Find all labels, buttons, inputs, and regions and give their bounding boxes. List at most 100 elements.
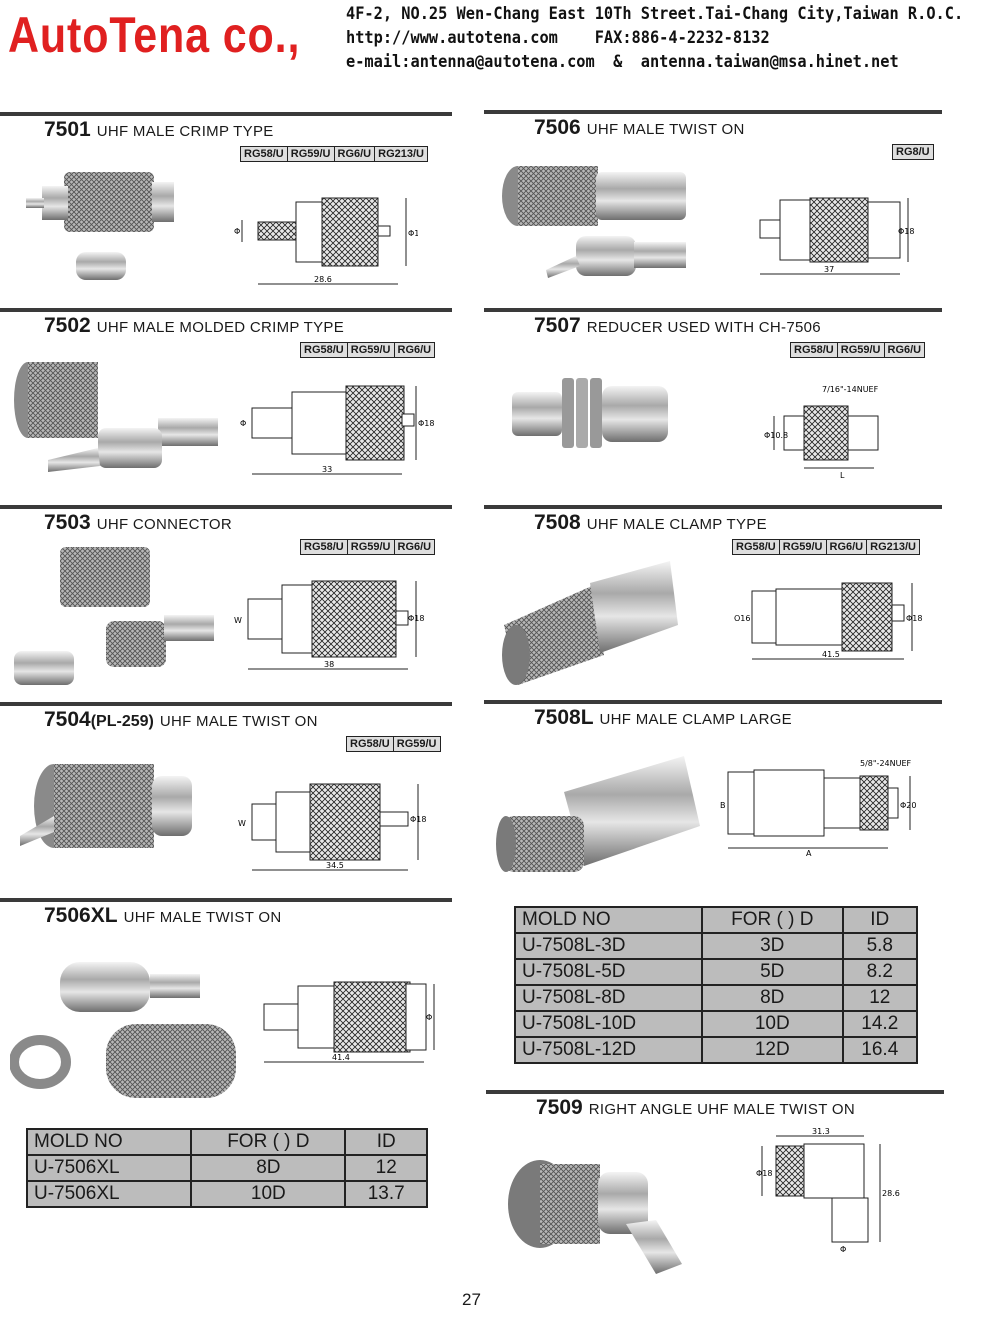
dimension-diameter: Φ18 bbox=[408, 614, 424, 623]
cable-type: RG213/U bbox=[866, 540, 919, 554]
table-row: U-7508L-8D 8D 12 bbox=[514, 984, 919, 1012]
table-header: ID bbox=[344, 1128, 428, 1156]
table-row: U-7508L-10D 10D 14.2 bbox=[514, 1010, 919, 1038]
cable-type: RG6/U bbox=[333, 147, 375, 161]
dimension-inner: W bbox=[234, 616, 242, 625]
product-7504: 7504(PL-259)UHF MALE TWIST ON RG58/U RG5… bbox=[0, 702, 452, 892]
product-number: 7509 bbox=[536, 1096, 583, 1119]
product-description: UHF MALE CRIMP TYPE bbox=[96, 123, 274, 140]
cable-type: RG58/U bbox=[301, 343, 347, 357]
dimension-drawing: 41.4 Φ bbox=[263, 981, 435, 1063]
dimension-thread: 7/16"-14NUEF bbox=[822, 385, 879, 394]
cable-type: RG59/U bbox=[346, 343, 394, 357]
table-cell: U-7508L-12D bbox=[514, 1036, 703, 1064]
product-alias: (PL-259) bbox=[90, 713, 154, 730]
table-cell: 12 bbox=[344, 1154, 428, 1182]
product-number: 7503 bbox=[44, 511, 91, 534]
product-title: 7504(PL-259)UHF MALE TWIST ON bbox=[44, 708, 318, 732]
cable-types: RG58/U RG59/U RG6/U RG213/U bbox=[732, 539, 920, 555]
table-cell: 13.7 bbox=[344, 1180, 428, 1208]
dimension-inner: Φ bbox=[840, 1245, 846, 1254]
cable-types: RG58/U RG59/U bbox=[346, 736, 441, 752]
product-description: RIGHT ANGLE UHF MALE TWIST ON bbox=[588, 1101, 855, 1118]
product-title: 7507 REDUCER USED WITH CH-7506 bbox=[534, 314, 821, 338]
section-rule bbox=[486, 1090, 944, 1094]
table-row: U-7508L-3D 3D 5.8 bbox=[514, 932, 919, 960]
table-cell: 12 bbox=[841, 984, 919, 1012]
dimension-diameter: Φ18 bbox=[408, 229, 418, 238]
product-description: UHF MALE TWIST ON bbox=[586, 121, 745, 138]
dimension-length: 41.5 bbox=[822, 650, 840, 659]
dimension-inner: B bbox=[720, 801, 726, 810]
dimension-length: L bbox=[840, 471, 845, 480]
dimension-drawing: 7/16"-14NUEF Φ10.8 L bbox=[764, 385, 879, 480]
table-cell: 3D bbox=[700, 932, 844, 960]
product-number: 7504 bbox=[44, 708, 91, 731]
cable-type: RG59/U bbox=[778, 540, 826, 554]
section-rule bbox=[484, 308, 942, 312]
company-web-fax: http://www.autotena.com FAX:886-4-2232-8… bbox=[346, 28, 770, 48]
cable-types: RG8/U bbox=[892, 144, 934, 160]
product-description: UHF MALE CLAMP TYPE bbox=[586, 516, 767, 533]
table-header: ID bbox=[841, 906, 919, 934]
cable-type: RG6/U bbox=[393, 540, 435, 554]
connector-photo bbox=[502, 561, 678, 685]
dimension-diameter: Φ18 bbox=[906, 614, 922, 623]
cable-type: RG58/U bbox=[733, 540, 779, 554]
section-rule bbox=[484, 110, 942, 114]
cable-type: RG59/U bbox=[286, 147, 334, 161]
product-7506XL: 7506XL UHF MALE TWIST ON 41.4 Φ bbox=[0, 898, 452, 1098]
product-number: 7508L bbox=[534, 706, 594, 729]
dimension-diameter: Φ bbox=[426, 1013, 432, 1022]
mold-table-7508L: MOLD NO FOR ( ) D ID U-7508L-3D 3D 5.8 U… bbox=[514, 906, 919, 1064]
dimension-diameter: Φ18 bbox=[898, 227, 914, 236]
dimension-length: 33 bbox=[322, 465, 332, 474]
dimension-diameter: Φ18 bbox=[410, 815, 426, 824]
connector-photo bbox=[14, 547, 214, 685]
connector-photo bbox=[508, 1160, 682, 1274]
dimension-length: 38 bbox=[324, 660, 334, 669]
cable-type: RG6/U bbox=[883, 343, 925, 357]
product-description: REDUCER USED WITH CH-7506 bbox=[586, 319, 821, 336]
cable-types: RG58/U RG59/U RG6/U RG213/U bbox=[240, 146, 428, 162]
connector-photo bbox=[502, 166, 686, 278]
cable-type: RG58/U bbox=[241, 147, 287, 161]
dimension-diameter: Φ18 bbox=[418, 419, 434, 428]
section-rule bbox=[0, 898, 452, 902]
dimension-thread: 5/8"-24NUEF bbox=[860, 759, 912, 768]
product-number: 7507 bbox=[534, 314, 581, 337]
connector-photo bbox=[14, 362, 218, 472]
table-cell: 5.8 bbox=[841, 932, 919, 960]
section-rule bbox=[484, 505, 942, 509]
product-description: UHF MALE TWIST ON bbox=[123, 909, 282, 926]
table-cell: U-7508L-3D bbox=[514, 932, 703, 960]
table-cell: 10D bbox=[190, 1180, 347, 1208]
dimension-inner: W bbox=[238, 819, 246, 828]
dimension-inner: O16 bbox=[734, 614, 750, 623]
product-number: 7502 bbox=[44, 314, 91, 337]
cable-types: RG58/U RG59/U RG6/U bbox=[300, 539, 436, 555]
dimension-diameter: Φ20 bbox=[900, 801, 916, 810]
cable-type: RG213/U bbox=[374, 147, 427, 161]
dimension-drawing: 38 Φ18 W bbox=[234, 580, 424, 670]
table-cell: 12D bbox=[700, 1036, 844, 1064]
dimension-length: 41.4 bbox=[332, 1053, 350, 1062]
table-cell: 5D bbox=[700, 958, 844, 986]
dimension-length: 34.5 bbox=[326, 861, 344, 870]
table-row: U-7508L-5D 5D 8.2 bbox=[514, 958, 919, 986]
dimension-length: A bbox=[806, 849, 812, 858]
dimension-drawing: 31.3 Φ18 28.6 Φ bbox=[756, 1127, 900, 1254]
page-number: 27 bbox=[462, 1290, 481, 1309]
table-header: FOR ( ) D bbox=[700, 906, 844, 934]
dimension-drawing: 41.5 Φ18 O16 bbox=[734, 582, 922, 660]
section-rule bbox=[0, 702, 452, 706]
product-number: 7506XL bbox=[44, 904, 118, 927]
cable-type: RG58/U bbox=[347, 737, 393, 751]
connector-photo bbox=[496, 756, 700, 872]
